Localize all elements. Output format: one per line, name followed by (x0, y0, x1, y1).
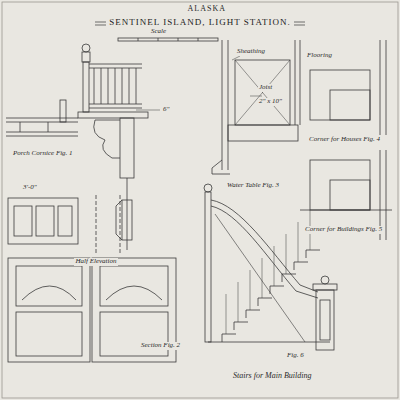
scale-bar (118, 38, 218, 41)
stair-tread (246, 310, 260, 318)
state-name: ALASKA (187, 5, 227, 14)
dimension: 3'-0" (22, 184, 38, 192)
stair-tread (294, 262, 308, 270)
stair-baluster (298, 222, 299, 262)
door-elevation (8, 195, 176, 362)
stair-tread (270, 286, 284, 294)
part-name: Flooring (306, 52, 333, 60)
stair-tread (306, 250, 320, 258)
baluster (129, 68, 130, 104)
leader-lines (136, 56, 262, 110)
dimension: 6" (162, 106, 170, 114)
scale-label: Scale (150, 28, 167, 36)
stair-tread (222, 334, 236, 342)
dimension: 2" x 10" (258, 98, 283, 106)
baluster (136, 68, 137, 104)
baluster (122, 68, 123, 104)
wall-sections (212, 40, 392, 240)
baluster (108, 68, 109, 104)
stair-tread (282, 274, 296, 282)
sheet-title: SENTINEL ISLAND, LIGHT STATION. (106, 18, 294, 28)
figure-caption: Half Elevation (74, 258, 117, 266)
porch-cornice (6, 100, 78, 136)
figure-number: Fig. 6 (286, 352, 305, 360)
railing-section (78, 44, 148, 250)
stair-baluster (262, 258, 263, 298)
figure-caption: Water Table Fig. 3 (226, 182, 280, 190)
part-name: Sheathing (236, 48, 266, 56)
baluster (115, 68, 116, 104)
stair-baluster (250, 270, 251, 310)
stair-tread (258, 298, 272, 306)
stair-baluster (238, 282, 239, 322)
part-name: Joist (258, 84, 273, 92)
figure-caption: Porch Cornice Fig. 1 (12, 150, 74, 158)
stair-baluster (274, 246, 275, 286)
stair-elevation (204, 184, 337, 350)
figure-caption: Section Fig. 2 (140, 342, 181, 350)
stair-baluster (226, 294, 227, 334)
figure-caption: Stairs for Main Building (232, 372, 312, 381)
stair-baluster (286, 234, 287, 274)
baluster (94, 68, 95, 104)
figure-caption: Corner for Houses Fig. 4 (308, 136, 381, 144)
stair-tread (234, 322, 248, 330)
baluster (101, 68, 102, 104)
figure-caption: Corner for Buildings Fig. 5 (304, 226, 383, 234)
